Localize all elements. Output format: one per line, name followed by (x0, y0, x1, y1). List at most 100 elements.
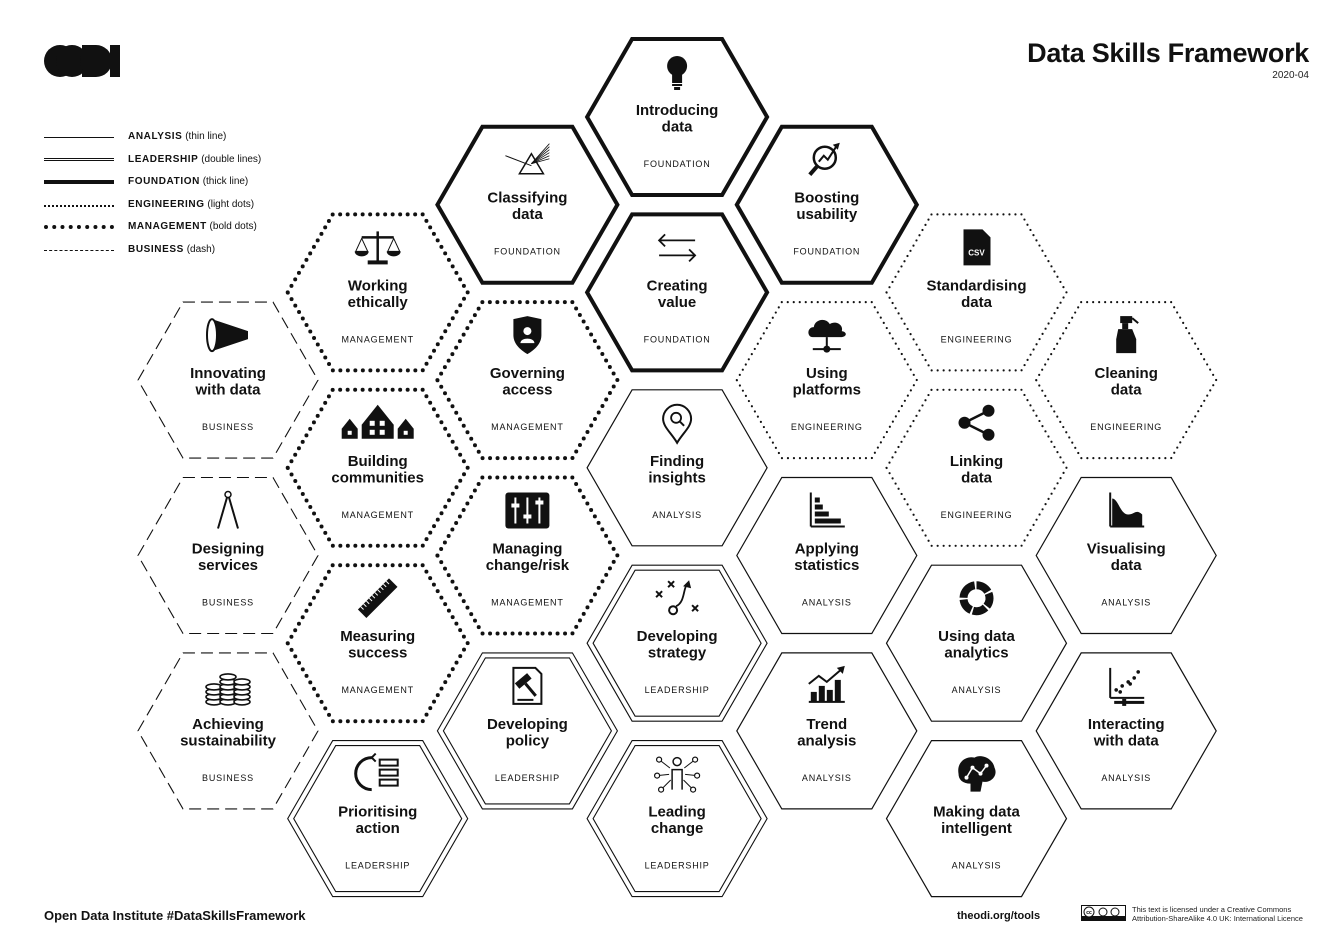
exchange-arrows-icon (657, 233, 697, 263)
hex-title-line: Interacting (1088, 716, 1165, 733)
legend-desc: (double lines) (198, 153, 262, 165)
hex-title-line: ethically (348, 294, 409, 311)
strategy-play-icon (655, 580, 699, 616)
legend-label: LEADERSHIP (128, 153, 199, 165)
legend-label: ANALYSIS (128, 131, 183, 142)
svg-text:cc: cc (1086, 910, 1092, 916)
hex-title-line: Working (348, 277, 408, 294)
prism-icon (505, 143, 550, 175)
legend-line-foundation (44, 180, 114, 184)
hex-category-label: ANALYSIS (1101, 598, 1151, 608)
compass-icon (217, 490, 239, 529)
hex-category-label: LEADERSHIP (645, 861, 710, 871)
hex-category-label: ENGINEERING (791, 422, 863, 432)
hex-title-line: data (662, 119, 694, 136)
hex-title-line: communities (331, 469, 424, 486)
trend-chart-icon (808, 665, 845, 703)
magnifier-chart-icon (808, 142, 840, 177)
hex-title-line: Using (806, 365, 848, 382)
hex-category-label: LEADERSHIP (345, 861, 410, 871)
priority-list-icon (354, 752, 399, 792)
spray-bottle-icon (1116, 316, 1139, 354)
hex-title-line: value (658, 294, 696, 311)
hex-category-label: ENGINEERING (1090, 422, 1162, 432)
hex-category-label: ANALYSIS (952, 861, 1002, 871)
location-search-icon (662, 403, 693, 445)
hex-category-label: BUSINESS (202, 598, 254, 608)
hex-category-label: MANAGEMENT (341, 510, 414, 520)
hex-category-label: ANALYSIS (802, 598, 852, 608)
hex-title-line: Introducing (636, 102, 719, 119)
hex-title-line: strategy (648, 645, 707, 662)
hex-title-line: action (356, 820, 400, 837)
scatter-slider-icon (1109, 667, 1145, 706)
hex-title-line: Applying (795, 541, 859, 558)
csv-file-icon: CSV (963, 229, 991, 266)
hex-title-line: insights (648, 469, 706, 486)
bar-chart-icon (809, 492, 845, 528)
footer-link[interactable]: theodi.org/tools (957, 910, 1041, 922)
hex-category-label: MANAGEMENT (341, 334, 414, 344)
hex-title-line: Standardising (926, 277, 1026, 294)
hex-category-label: FOUNDATION (644, 334, 711, 344)
page-title: Data Skills Framework (1027, 38, 1309, 68)
houses-icon (341, 404, 414, 439)
share-nodes-icon (958, 404, 995, 441)
lightbulb-icon (667, 56, 688, 90)
hex-title-line: Making data (933, 804, 1020, 821)
hex-category-label: MANAGEMENT (341, 685, 414, 695)
legend-label: FOUNDATION (128, 176, 200, 187)
hex-title-line: Developing (487, 716, 568, 733)
hex-category-label: FOUNDATION (644, 159, 711, 169)
hex-title-line: platforms (793, 382, 861, 399)
legend-label: BUSINESS (128, 243, 184, 255)
hex-title-line: with data (1093, 732, 1160, 749)
brain-icon (958, 756, 996, 792)
legend-desc: (thick line) (199, 176, 249, 187)
hex-title-line: data (1111, 382, 1143, 399)
hex-category-label: MANAGEMENT (491, 422, 564, 432)
hex-category-label: ANALYSIS (952, 685, 1002, 695)
odi-logo (44, 45, 120, 77)
hex-title-line: Building (348, 453, 408, 470)
legend-line-management (44, 225, 114, 229)
license-text: This text is licensed under a Creative C… (1132, 905, 1303, 923)
cloud-network-icon (808, 319, 846, 353)
cc-license-badge: cc (1081, 905, 1126, 921)
coin-stacks-icon (205, 673, 251, 706)
hex-title-line: Finding (650, 453, 704, 470)
hex-title-line: Trend (806, 716, 847, 733)
hex-category-label: FOUNDATION (793, 247, 860, 257)
hex-category-label: BUSINESS (202, 422, 254, 432)
sliders-icon (505, 492, 550, 529)
hex-title-line: Measuring (340, 628, 415, 645)
